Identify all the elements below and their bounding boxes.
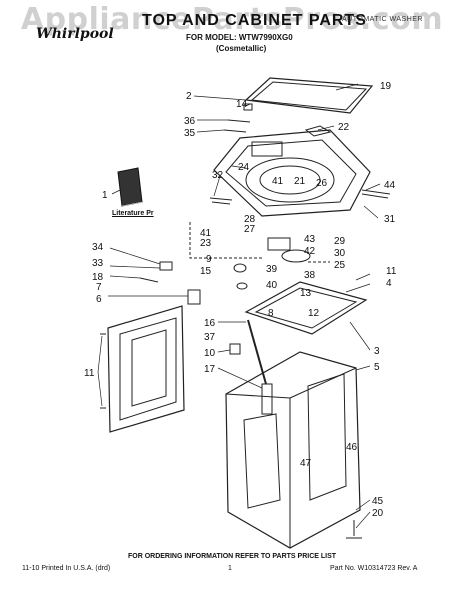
screw-part bbox=[227, 119, 251, 123]
callout-7: 7 bbox=[96, 282, 102, 293]
callout-26: 26 bbox=[316, 178, 328, 189]
page-number: 1 bbox=[228, 565, 232, 572]
callout-20: 20 bbox=[372, 508, 384, 519]
washer-part bbox=[236, 282, 248, 290]
callout-41b: 41 bbox=[200, 228, 212, 239]
callout-15: 15 bbox=[200, 266, 212, 277]
callout-5: 5 bbox=[374, 362, 380, 373]
callout-27: 27 bbox=[244, 224, 256, 235]
callout-47: 47 bbox=[300, 458, 312, 469]
callout-18: 18 bbox=[92, 272, 104, 283]
callout-39: 39 bbox=[266, 264, 278, 275]
screw-part bbox=[100, 333, 106, 409]
latch-part bbox=[267, 237, 291, 251]
callout-38: 38 bbox=[304, 270, 316, 281]
callout-35: 35 bbox=[184, 128, 196, 139]
lid-part bbox=[244, 77, 374, 114]
callout-41a: 41 bbox=[272, 176, 284, 187]
callout-23: 23 bbox=[200, 238, 212, 249]
printed-info: 11-10 Printed In U.S.A. (drd) bbox=[22, 565, 111, 572]
callout-34: 34 bbox=[92, 242, 104, 253]
callout-21: 21 bbox=[294, 176, 306, 187]
callout-16: 16 bbox=[204, 318, 216, 329]
callout-8: 8 bbox=[268, 308, 274, 319]
callout-31: 31 bbox=[384, 214, 396, 225]
callout-3: 3 bbox=[374, 346, 380, 357]
actuator-part bbox=[281, 249, 311, 263]
callout-33: 33 bbox=[92, 258, 104, 269]
spring-part bbox=[261, 383, 273, 415]
callout-4: 4 bbox=[386, 278, 392, 289]
bracket-outline bbox=[189, 222, 262, 259]
callout-19: 19 bbox=[380, 81, 392, 92]
callout-10: 10 bbox=[204, 348, 216, 359]
callout-11a: 11 bbox=[386, 266, 397, 277]
callout-24: 24 bbox=[238, 162, 250, 173]
clip-part bbox=[159, 261, 173, 271]
leveling-foot-part bbox=[346, 520, 362, 539]
page-title: TOP AND CABINET PARTS bbox=[142, 12, 367, 29]
callout-2: 2 bbox=[186, 91, 192, 102]
end-cap-part bbox=[361, 189, 391, 199]
wire-part bbox=[139, 277, 159, 283]
damper-part bbox=[229, 343, 241, 355]
hinge-part bbox=[243, 103, 253, 111]
callout-12: 12 bbox=[308, 308, 320, 319]
callout-6: 6 bbox=[96, 294, 102, 305]
callout-17: 17 bbox=[204, 364, 216, 375]
callout-9: 9 bbox=[206, 254, 212, 265]
callout-29: 29 bbox=[334, 236, 346, 247]
hinge-bar-part bbox=[209, 197, 233, 205]
callout-46: 46 bbox=[346, 442, 358, 453]
callout-43: 43 bbox=[304, 234, 316, 245]
bracket-part bbox=[187, 289, 201, 305]
screw-part bbox=[223, 129, 247, 133]
lid-switch-part bbox=[304, 125, 332, 137]
tub-ring-part bbox=[244, 281, 368, 335]
literature-label: Literature Pr bbox=[112, 210, 154, 217]
callout-14: 14 bbox=[236, 99, 248, 110]
callout-30: 30 bbox=[334, 248, 346, 259]
callout-44: 44 bbox=[384, 180, 396, 191]
callout-11b: 11 bbox=[84, 368, 95, 379]
watermark: AppliancePartsPros.com bbox=[20, 2, 444, 37]
brand-logo: Whirlpool bbox=[36, 26, 114, 42]
suspension-rod-part bbox=[247, 319, 267, 385]
top-console-part bbox=[213, 129, 371, 217]
callout-42: 42 bbox=[304, 246, 316, 257]
literature-booklet bbox=[117, 167, 143, 207]
callout-28: 28 bbox=[244, 214, 256, 225]
variant-label: (Cosmetallic) bbox=[216, 44, 267, 53]
callout-40: 40 bbox=[266, 280, 278, 291]
grommet-part bbox=[233, 263, 247, 273]
part-number: Part No. W10314723 Rev. A bbox=[330, 565, 418, 572]
model-line: FOR MODEL: WTW7990XG0 bbox=[186, 33, 293, 42]
callout-13: 13 bbox=[300, 288, 312, 299]
callout-36: 36 bbox=[184, 116, 196, 127]
callout-1: 1 bbox=[102, 190, 108, 201]
callout-22: 22 bbox=[338, 122, 350, 133]
ordering-note: FOR ORDERING INFORMATION REFER TO PARTS … bbox=[127, 553, 337, 560]
callout-25: 25 bbox=[334, 260, 346, 271]
callout-45: 45 bbox=[372, 496, 384, 507]
cabinet-part bbox=[225, 351, 361, 549]
product-type: AUTOMATIC WASHER bbox=[342, 16, 423, 23]
callout-32: 32 bbox=[212, 170, 224, 181]
rear-panel-part bbox=[107, 305, 185, 433]
callout-37: 37 bbox=[204, 332, 216, 343]
